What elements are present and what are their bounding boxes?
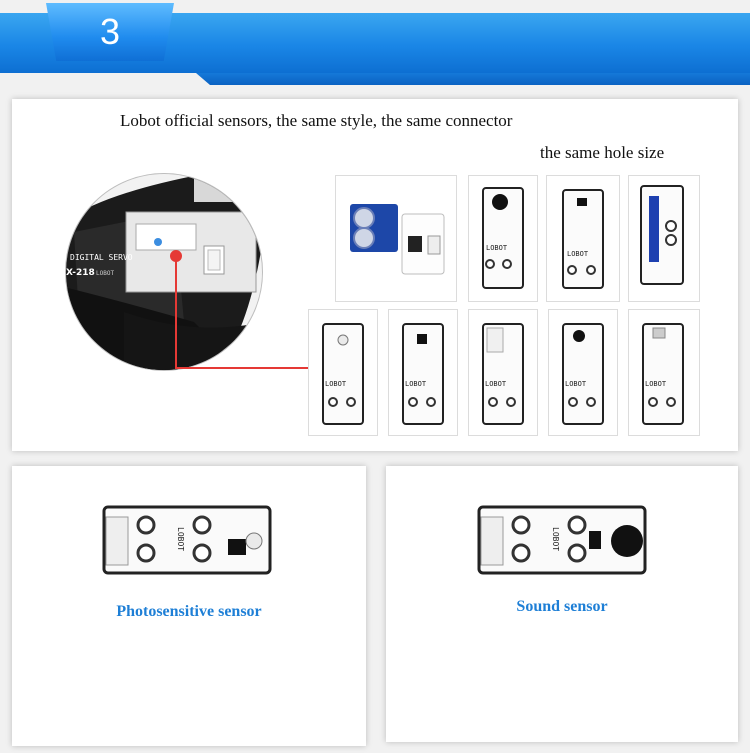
- temperature-module-tile: LOBOT: [628, 309, 700, 436]
- infrared-module-tile: LOBOT: [468, 309, 538, 436]
- touch-module-tile: LOBOT: [546, 175, 620, 302]
- pointer-line-horizontal: [175, 367, 345, 369]
- display-module-tile: [628, 175, 700, 302]
- svg-text:LOBOT: LOBOT: [486, 244, 508, 252]
- svg-text:DIGITAL SERVO: DIGITAL SERVO: [70, 253, 133, 262]
- svg-text:X-218: X-218: [66, 268, 95, 278]
- section-number: 3: [99, 11, 121, 52]
- svg-text:LOBOT: LOBOT: [645, 380, 667, 388]
- sound-module-tile: LOBOT: [468, 175, 538, 302]
- svg-text:LOBOT: LOBOT: [405, 380, 427, 388]
- svg-text:LOBOT: LOBOT: [551, 527, 560, 551]
- header-number-tab: [46, 3, 174, 61]
- photosensitive-sensor-image: LOBOT: [102, 503, 272, 575]
- servo-magnifier-image: DIGITAL SERVO X-218 LOBOT: [64, 172, 264, 372]
- sensor-family-subtitle: the same hole size: [540, 143, 665, 162]
- light-module-tile: LOBOT: [308, 309, 378, 436]
- svg-text:LOBOT: LOBOT: [567, 250, 589, 258]
- svg-text:LOBOT: LOBOT: [96, 270, 114, 277]
- pointer-line-vertical: [175, 255, 177, 369]
- ir-receiver-module-tile: LOBOT: [548, 309, 618, 436]
- sensor-family-title: Lobot official sensors, the same style, …: [120, 111, 513, 130]
- svg-text:LOBOT: LOBOT: [565, 380, 587, 388]
- svg-text:LOBOT: LOBOT: [176, 527, 185, 551]
- sound-sensor-caption: Sound sensor: [516, 598, 608, 615]
- pointer-dot-start: [170, 250, 182, 262]
- accelerometer-module-tile: LOBOT: [388, 309, 458, 436]
- svg-text:LOBOT: LOBOT: [485, 380, 507, 388]
- photosensitive-sensor-caption: Photosensitive sensor: [116, 603, 262, 620]
- ultrasonic-module-tile: [335, 175, 457, 302]
- sound-sensor-image: LOBOT: [477, 503, 647, 575]
- header-underline: [196, 73, 750, 85]
- section-header: 3: [0, 0, 750, 92]
- svg-text:LOBOT: LOBOT: [325, 380, 347, 388]
